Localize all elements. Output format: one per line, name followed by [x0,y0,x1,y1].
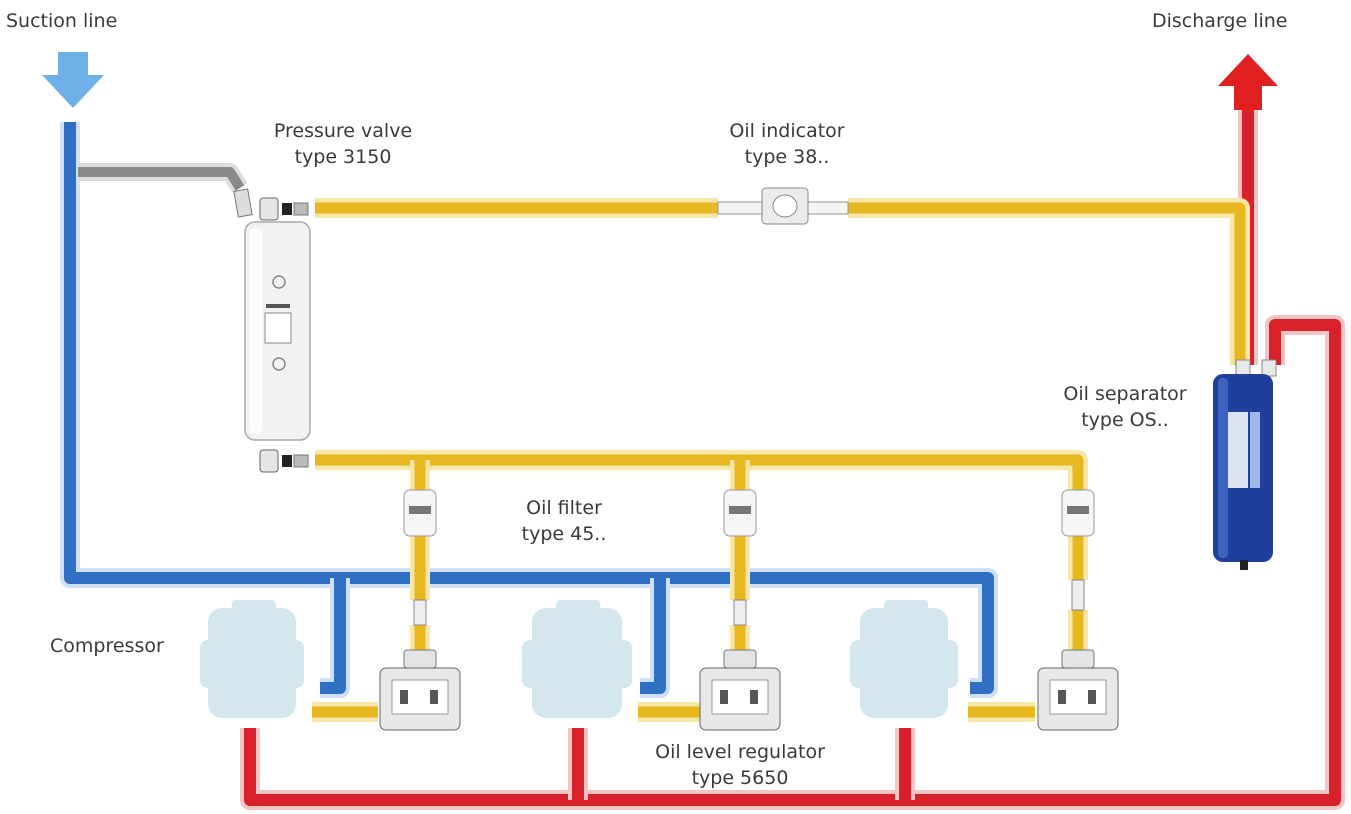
inline-valves [413,579,1085,626]
suction-arrow-icon [42,52,104,108]
compressor-label: Compressor [50,633,164,659]
oil-filter-1 [403,489,437,537]
discharge-arrow-icon [1218,54,1278,110]
pressure-valve-label: Pressure valve type 3150 [258,118,428,170]
oil-level-regulator-line2: type 5650 [691,767,789,789]
oil-filter-line2: type 45.. [521,523,607,545]
compressor-text: Compressor [50,635,164,657]
suction-piping [60,122,998,698]
oil-level-regulator-line1: Oil level regulator [655,741,825,763]
oil-separator-line2: type OS.. [1081,409,1169,431]
oil-level-regulator-3 [1037,649,1119,731]
compressor-3 [850,600,958,718]
pressure-valve-line2: type 3150 [294,146,392,168]
oil-indicator-line1: Oil indicator [729,120,845,142]
oil-level-regulator-label: Oil level regulator type 5650 [630,739,850,791]
oil-filter-label: Oil filter type 45.. [506,495,622,547]
oil-indicator-line2: type 38.. [744,146,830,168]
oil-indicator-label: Oil indicator type 38.. [712,118,862,170]
oil-filter-2 [723,489,757,537]
oil-level-regulator-2 [699,649,781,731]
discharge-line-label: Discharge line [1152,8,1288,34]
oil-filter-line1: Oil filter [526,497,602,519]
compressor-1 [200,600,304,718]
oil-indicator-sightglass [717,187,849,225]
oil-separator-line1: Oil separator [1063,383,1187,405]
suction-line-text: Suction line [6,10,118,32]
pressure-valve-line1: Pressure valve [273,120,413,142]
discharge-line-text: Discharge line [1152,10,1288,32]
oil-level-regulator-1 [379,649,461,731]
suction-line-label: Suction line [6,8,117,34]
pressure-valve-reservoir [233,188,311,473]
oil-filter-3 [1061,489,1095,537]
equalizer-line [78,163,248,193]
oil-piping [312,198,1250,722]
compressor-2 [522,600,632,718]
oil-separator-label: Oil separator type OS.. [1050,381,1200,433]
oil-separator-vessel [1213,359,1277,570]
